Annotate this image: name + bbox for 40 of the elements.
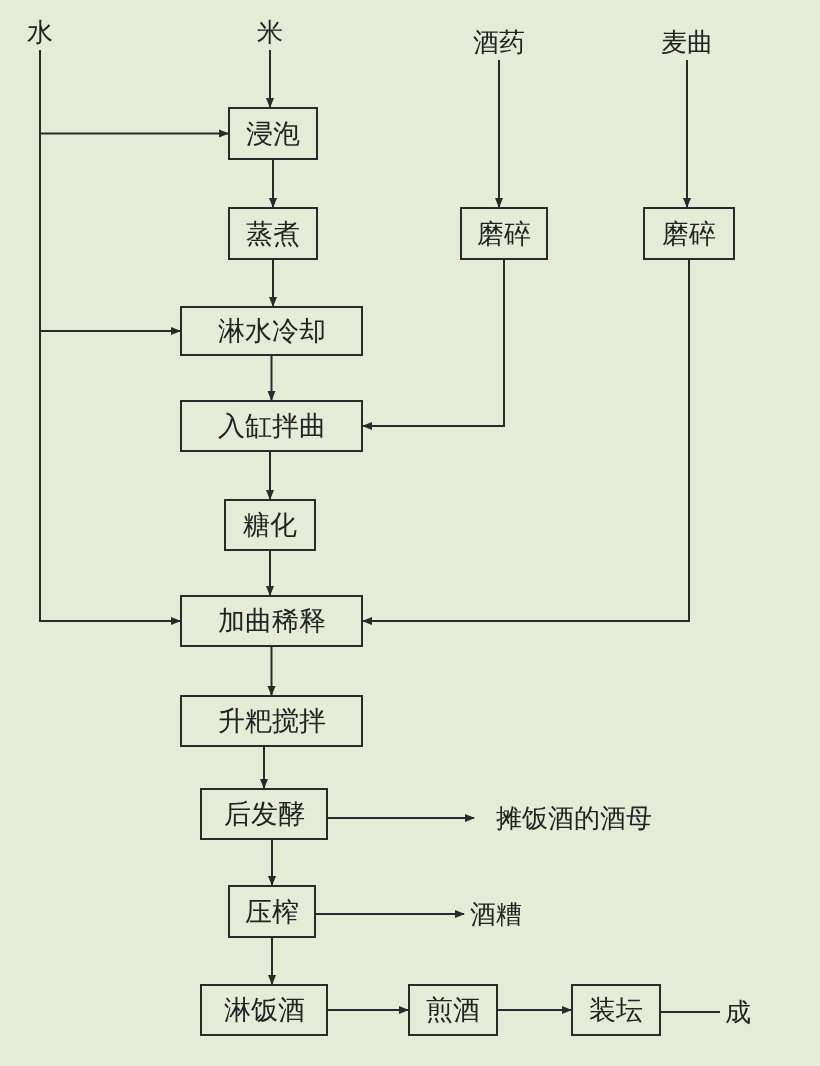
flow-label: 酒药	[468, 24, 530, 60]
process-box: 浸泡	[228, 107, 318, 160]
arrow	[267, 646, 276, 696]
process-box: 煎酒	[408, 984, 498, 1036]
process-box: 蒸煮	[228, 207, 318, 260]
arrow	[260, 746, 268, 789]
process-box: 糖化	[224, 499, 316, 551]
arrow	[267, 355, 276, 401]
process-box: 淋饭酒	[200, 984, 328, 1036]
flow-label: 麦曲	[656, 24, 718, 60]
arrow	[39, 49, 181, 625]
flow-label: 成	[720, 994, 756, 1030]
arrow	[266, 550, 274, 596]
arrow	[497, 1006, 572, 1014]
process-box: 装坛	[571, 984, 661, 1036]
arrow	[495, 59, 503, 208]
arrow	[269, 259, 277, 307]
flow-label: 摊饭酒的酒母	[474, 800, 674, 836]
arrow	[362, 259, 505, 430]
flow-label: 酒糟	[464, 896, 528, 932]
arrow	[268, 937, 276, 985]
arrow	[268, 839, 276, 886]
flow-label: 水	[22, 14, 58, 50]
arrow	[362, 259, 690, 625]
process-box: 磨碎	[643, 207, 735, 260]
process-box: 磨碎	[460, 207, 548, 260]
process-box: 入缸拌曲	[180, 400, 363, 452]
arrow	[269, 159, 277, 208]
process-box: 加曲稀释	[180, 595, 363, 647]
arrow	[315, 910, 465, 918]
arrow	[266, 49, 274, 108]
process-box: 压榨	[228, 885, 316, 938]
arrow	[327, 814, 475, 822]
arrow	[327, 1006, 409, 1014]
process-box: 后发酵	[200, 788, 328, 840]
arrow	[266, 451, 274, 500]
flow-label: 米	[252, 14, 288, 50]
process-box: 淋水冷却	[180, 306, 363, 356]
arrow	[683, 59, 691, 208]
process-box: 升粑搅拌	[180, 695, 363, 747]
